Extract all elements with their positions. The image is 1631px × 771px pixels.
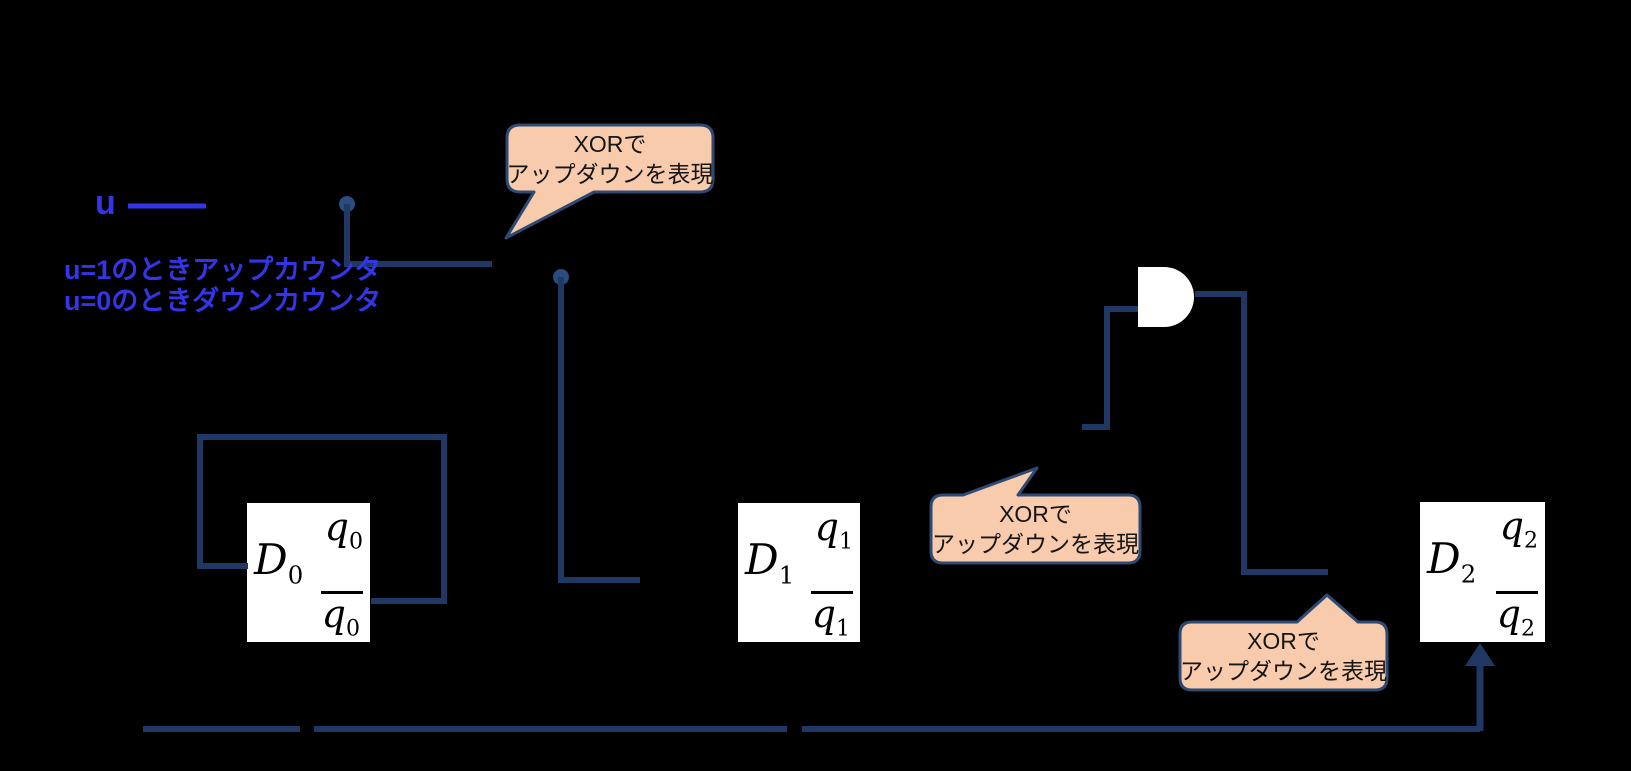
xor-callout-d0-line2: アップダウンを表現 [506, 160, 714, 187]
callout-bubble-3 [1178, 593, 1389, 692]
flipflop-d2-q-label: q2 [1499, 504, 1538, 554]
flipflop-d0: D0 q0 q0 [247, 503, 370, 642]
xor-callout-d2: XORで アップダウンを表現 [1180, 622, 1387, 690]
u-note-line-2: u=0のときダウンカウンタ [64, 286, 382, 316]
callout-bubble-1 [504, 123, 715, 240]
xor-callout-d1: XORで アップダウンを表現 [931, 495, 1140, 563]
flipflop-d1-qbar-label: q1 [810, 591, 853, 640]
arrow-up-icon [1465, 643, 1495, 666]
flipflop-d1-q-label: q1 [814, 505, 853, 555]
xor-callout-d2-line1: XORで [1247, 628, 1320, 654]
flipflop-d0-input-label: D0 [254, 535, 304, 590]
d0-feedback-wire [197, 434, 447, 604]
u-signal-label: u [95, 184, 116, 222]
flipflop-d2: D2 q2 q2 [1420, 502, 1545, 642]
u-branch-wire-2 [558, 277, 640, 583]
flipflop-d0-q-label: q0 [324, 505, 363, 555]
flipflop-d2-qbar-label: q2 [1495, 591, 1538, 640]
xor-callout-d0: XORで アップダウンを表現 [506, 125, 714, 192]
xor-callout-d0-line1: XORで [573, 130, 647, 157]
u-note-line-1: u=1のときアップカウンタ [64, 255, 382, 285]
u-branch-wire-1 [344, 204, 492, 267]
and-gate-icon [1138, 267, 1194, 327]
and-gate-input-wire [1082, 306, 1140, 430]
flipflop-d0-qbar-label: q0 [320, 591, 363, 640]
flipflop-d2-input-label: D2 [1427, 534, 1477, 589]
callout-bubble-2 [929, 466, 1142, 565]
xor-callout-d1-line1: XORで [999, 501, 1072, 527]
flipflop-d1: D1 q1 q1 [738, 503, 860, 642]
and-gate-output-wire [1195, 291, 1328, 575]
xor-callout-d1-line2: アップダウンを表現 [932, 531, 1139, 557]
flipflop-d1-input-label: D1 [745, 535, 795, 590]
xor-callout-d2-line2: アップダウンを表現 [1180, 658, 1387, 684]
u-signal-notes: u=1のときアップカウンタ u=0のときダウンカウンタ [64, 255, 381, 317]
